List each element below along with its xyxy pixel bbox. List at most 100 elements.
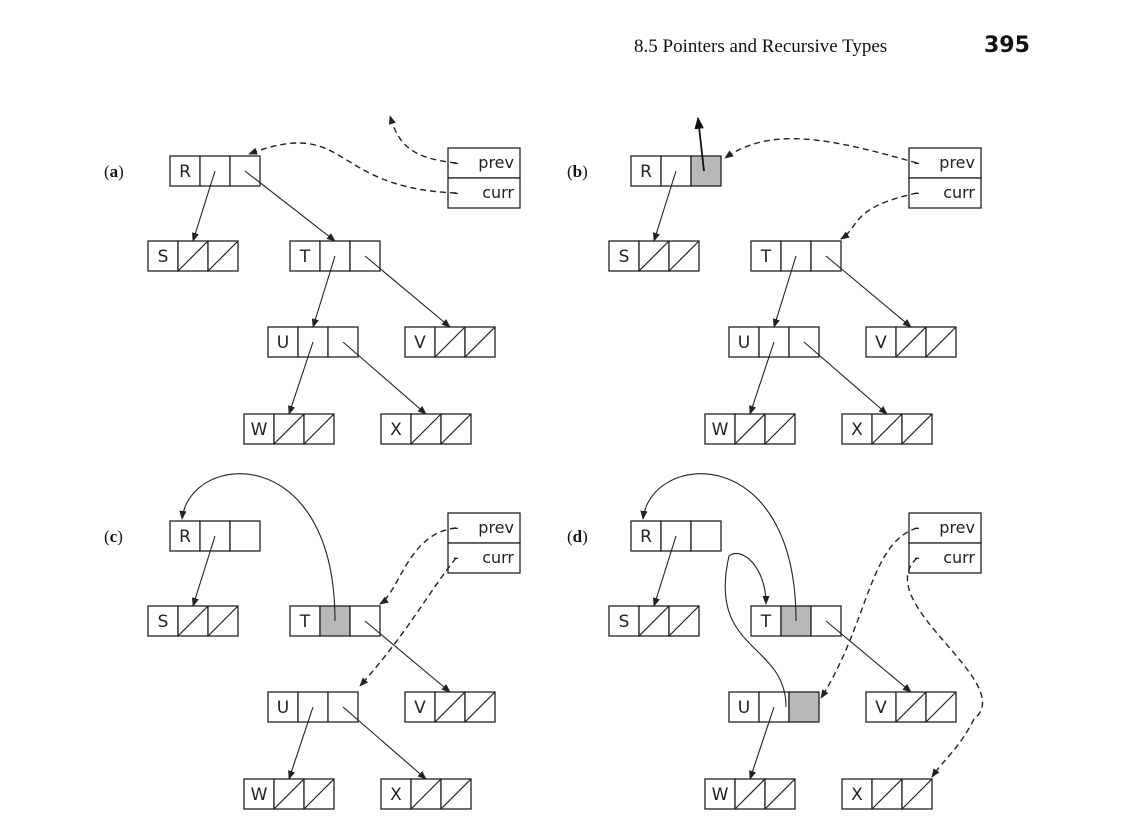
node-x: X — [841, 413, 933, 445]
node-x: X — [841, 778, 933, 810]
node-label: T — [299, 612, 311, 632]
node-label-cell — [750, 605, 782, 637]
null-pointer-slash — [434, 326, 466, 358]
edge-u-to-w — [288, 706, 314, 780]
node-label: V — [875, 698, 887, 718]
null-pointer-slash — [901, 778, 933, 810]
edge-u-to-w — [749, 341, 775, 415]
node-label: V — [875, 333, 887, 353]
node-label: S — [158, 612, 169, 632]
curr-label: curr — [943, 183, 975, 202]
null-pointer-slash — [901, 413, 933, 445]
node-label: V — [414, 698, 426, 718]
node-label: W — [251, 420, 268, 440]
node-label: X — [390, 785, 402, 805]
null-pointer-slash — [177, 240, 209, 272]
null-pointer-slash — [668, 240, 700, 272]
node-r: R — [630, 520, 722, 552]
null-pointer-slash — [207, 605, 239, 637]
right-pointer-cell — [229, 520, 261, 552]
node-t: T — [750, 240, 842, 272]
curr-pointer-marker: - — [914, 548, 920, 567]
node-s: S — [608, 605, 700, 637]
running-head: 8.5 Pointers and Recursive Types — [634, 36, 888, 57]
reversed-pointer-u-to-t — [724, 552, 787, 708]
curr-label: curr — [943, 548, 975, 567]
node-label-cell — [289, 605, 321, 637]
node-s: S — [147, 240, 239, 272]
curr-pointer-marker: - — [453, 548, 459, 567]
node-w: W — [704, 778, 796, 810]
null-pointer-slash — [638, 605, 670, 637]
curr-variable-cell — [447, 177, 521, 209]
node-label-cell — [865, 691, 897, 723]
node-s: S — [147, 605, 239, 637]
null-pointer-slash — [895, 691, 927, 723]
left-pointer-cell — [780, 240, 812, 272]
edge-r-to-s — [191, 535, 216, 607]
edge-u-to-x — [342, 341, 427, 415]
node-label: W — [251, 785, 268, 805]
node-label-cell — [630, 155, 662, 187]
node-w: W — [243, 413, 335, 445]
node-label-cell — [704, 778, 736, 810]
node-label-cell — [404, 326, 436, 358]
null-pointer-slash — [871, 778, 903, 810]
node-label-cell — [750, 240, 782, 272]
curr-label: curr — [482, 548, 514, 567]
node-r: R — [630, 155, 722, 187]
null-pointer-slash — [410, 413, 442, 445]
right-pointer-cell — [690, 155, 722, 187]
panel-label: (d) — [567, 527, 588, 546]
right-pointer-cell — [690, 520, 722, 552]
node-label: X — [390, 420, 402, 440]
null-pointer-slash — [440, 778, 472, 810]
node-label-cell — [380, 413, 412, 445]
curr-pointer-to-u — [359, 557, 457, 687]
edge-u-to-x — [342, 706, 427, 780]
prev-variable-cell — [908, 147, 982, 179]
node-x: X — [380, 778, 472, 810]
node-label: R — [179, 162, 191, 182]
curr-variable-cell — [908, 177, 982, 209]
null-pointer-slash — [734, 413, 766, 445]
null-pointer-slash — [764, 413, 796, 445]
node-x: X — [380, 413, 472, 445]
right-pointer-cell — [788, 691, 820, 723]
node-u: U — [728, 691, 820, 723]
null-pointer-slash — [925, 326, 957, 358]
edge-t-to-v — [825, 255, 912, 328]
null-pointer-slash — [871, 413, 903, 445]
prev-variable-cell — [908, 512, 982, 544]
node-label: U — [277, 333, 289, 353]
null-pointer-slash — [303, 413, 335, 445]
edge-u-to-w — [749, 706, 775, 780]
prev-pointer-marker: - — [914, 518, 920, 537]
curr-pointer-to-x — [906, 557, 984, 778]
edge-r-to-t — [244, 170, 336, 242]
node-v: V — [865, 691, 957, 723]
null-pointer-slash — [410, 778, 442, 810]
node-v: V — [404, 326, 496, 358]
prev-label: prev — [478, 153, 514, 172]
edge-t-to-u — [311, 255, 336, 328]
node-label: W — [712, 420, 729, 440]
panel-label: (c) — [104, 527, 123, 546]
node-u: U — [728, 326, 820, 358]
edge-t-to-v — [364, 255, 451, 328]
null-pointer-slash — [668, 605, 700, 637]
curr-variable-cell — [447, 542, 521, 574]
prev-variable-cell — [447, 512, 521, 544]
node-label: W — [712, 785, 729, 805]
null-pointer-slash — [207, 240, 239, 272]
edge-u-to-w — [288, 341, 314, 415]
node-label-cell — [267, 326, 299, 358]
node-label: R — [640, 162, 652, 182]
null-pointer-slash — [440, 413, 472, 445]
